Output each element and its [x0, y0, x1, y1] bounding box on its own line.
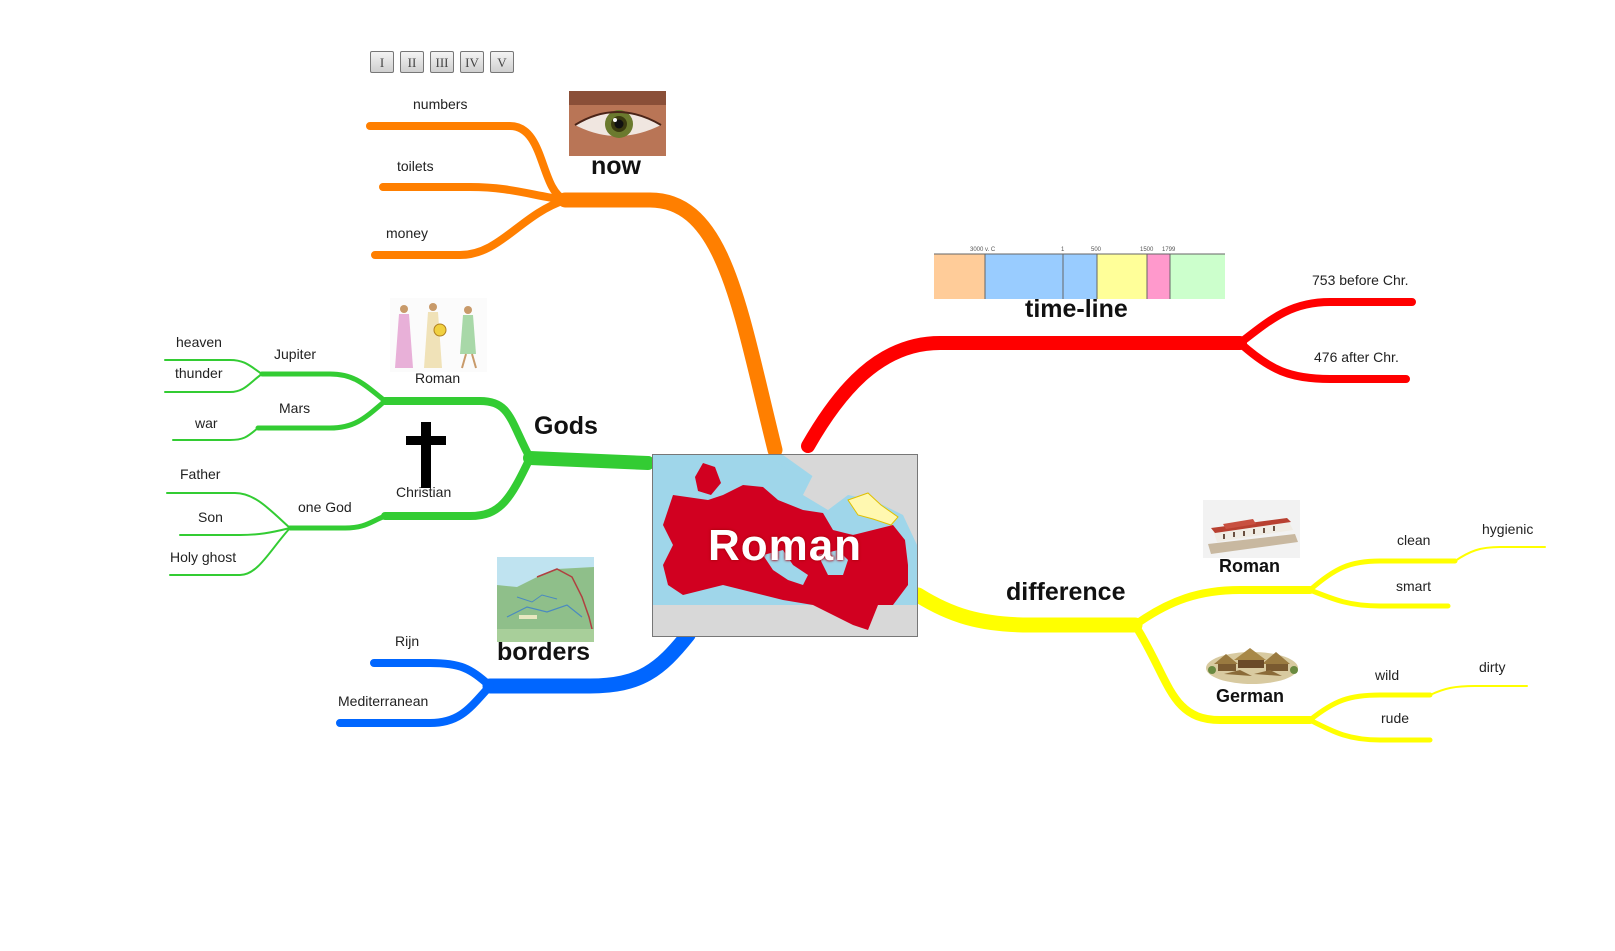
center-label: Roman	[707, 520, 863, 570]
roman-gods-image	[390, 298, 487, 372]
borders-item-rijn[interactable]: Rijn	[395, 633, 420, 649]
numeral-button-1[interactable]: I	[370, 51, 394, 73]
gods-jupiter-thunder[interactable]: thunder	[175, 365, 223, 381]
difference-branch-lines	[910, 546, 1546, 743]
timeline-tick-5: 1799	[1162, 247, 1176, 253]
cross-icon	[406, 422, 446, 488]
borders-branch-lines	[336, 627, 696, 727]
gods-holy-ghost[interactable]: Holy ghost	[170, 549, 237, 565]
german-village-image	[1204, 634, 1301, 688]
now-item-money[interactable]: money	[386, 225, 429, 241]
gods-son[interactable]: Son	[198, 509, 223, 525]
numeral-button-5[interactable]: V	[490, 51, 514, 73]
numeral-button-3[interactable]: III	[430, 51, 454, 73]
gods-mars-war[interactable]: war	[195, 415, 218, 431]
difference-roman-smart[interactable]: smart	[1396, 578, 1431, 594]
difference-roman-clean[interactable]: clean	[1397, 532, 1431, 548]
now-branch-lines	[366, 122, 783, 458]
difference-german-dirty[interactable]: dirty	[1479, 659, 1506, 675]
timeline-tick-2: 1	[1061, 247, 1065, 253]
difference-label[interactable]: difference	[1006, 578, 1126, 606]
gods-father[interactable]: Father	[180, 466, 221, 482]
borders-map-image	[497, 557, 594, 642]
center-node-map[interactable]: Roman	[652, 454, 918, 637]
gods-branch-lines	[164, 359, 655, 576]
timeline-image	[934, 253, 1225, 299]
timeline-label[interactable]: time-line	[1025, 295, 1128, 323]
borders-item-mediterranean[interactable]: Mediterranean	[338, 693, 429, 709]
now-item-numbers[interactable]: numbers	[413, 96, 468, 112]
timeline-tick-3: 500	[1091, 247, 1102, 253]
timeline-item-end[interactable]: 476 after Chr.	[1314, 349, 1399, 365]
numeral-button-4[interactable]: IV	[460, 51, 484, 73]
difference-roman-hygienic[interactable]: hygienic	[1482, 521, 1534, 537]
now-label[interactable]: now	[591, 152, 641, 180]
gods-jupiter-heaven[interactable]: heaven	[176, 334, 222, 350]
gods-label[interactable]: Gods	[534, 412, 598, 440]
difference-german-label[interactable]: German	[1216, 686, 1285, 706]
gods-one-god-label[interactable]: one God	[298, 499, 352, 515]
now-item-toilets[interactable]: toilets	[397, 158, 434, 174]
gods-christian-label[interactable]: Christian	[396, 484, 452, 500]
timeline-item-start[interactable]: 753 before Chr.	[1312, 272, 1409, 288]
roman-villa-image	[1203, 500, 1300, 558]
roman-empire-map-image	[653, 455, 917, 636]
difference-german-rude[interactable]: rude	[1381, 710, 1410, 726]
gods-mars-label[interactable]: Mars	[279, 400, 311, 416]
borders-label[interactable]: borders	[497, 638, 591, 666]
gods-roman-label[interactable]: Roman	[415, 370, 461, 386]
numeral-button-2[interactable]: II	[400, 51, 424, 73]
timeline-tick-1: 3000 v. C	[970, 247, 996, 253]
timeline-branch-lines	[801, 298, 1416, 453]
gods-jupiter-label[interactable]: Jupiter	[274, 346, 317, 362]
timeline-tick-4: 1500	[1140, 247, 1154, 253]
difference-roman-label[interactable]: Roman	[1219, 556, 1281, 576]
difference-german-wild[interactable]: wild	[1375, 667, 1400, 683]
eye-image	[569, 91, 666, 156]
